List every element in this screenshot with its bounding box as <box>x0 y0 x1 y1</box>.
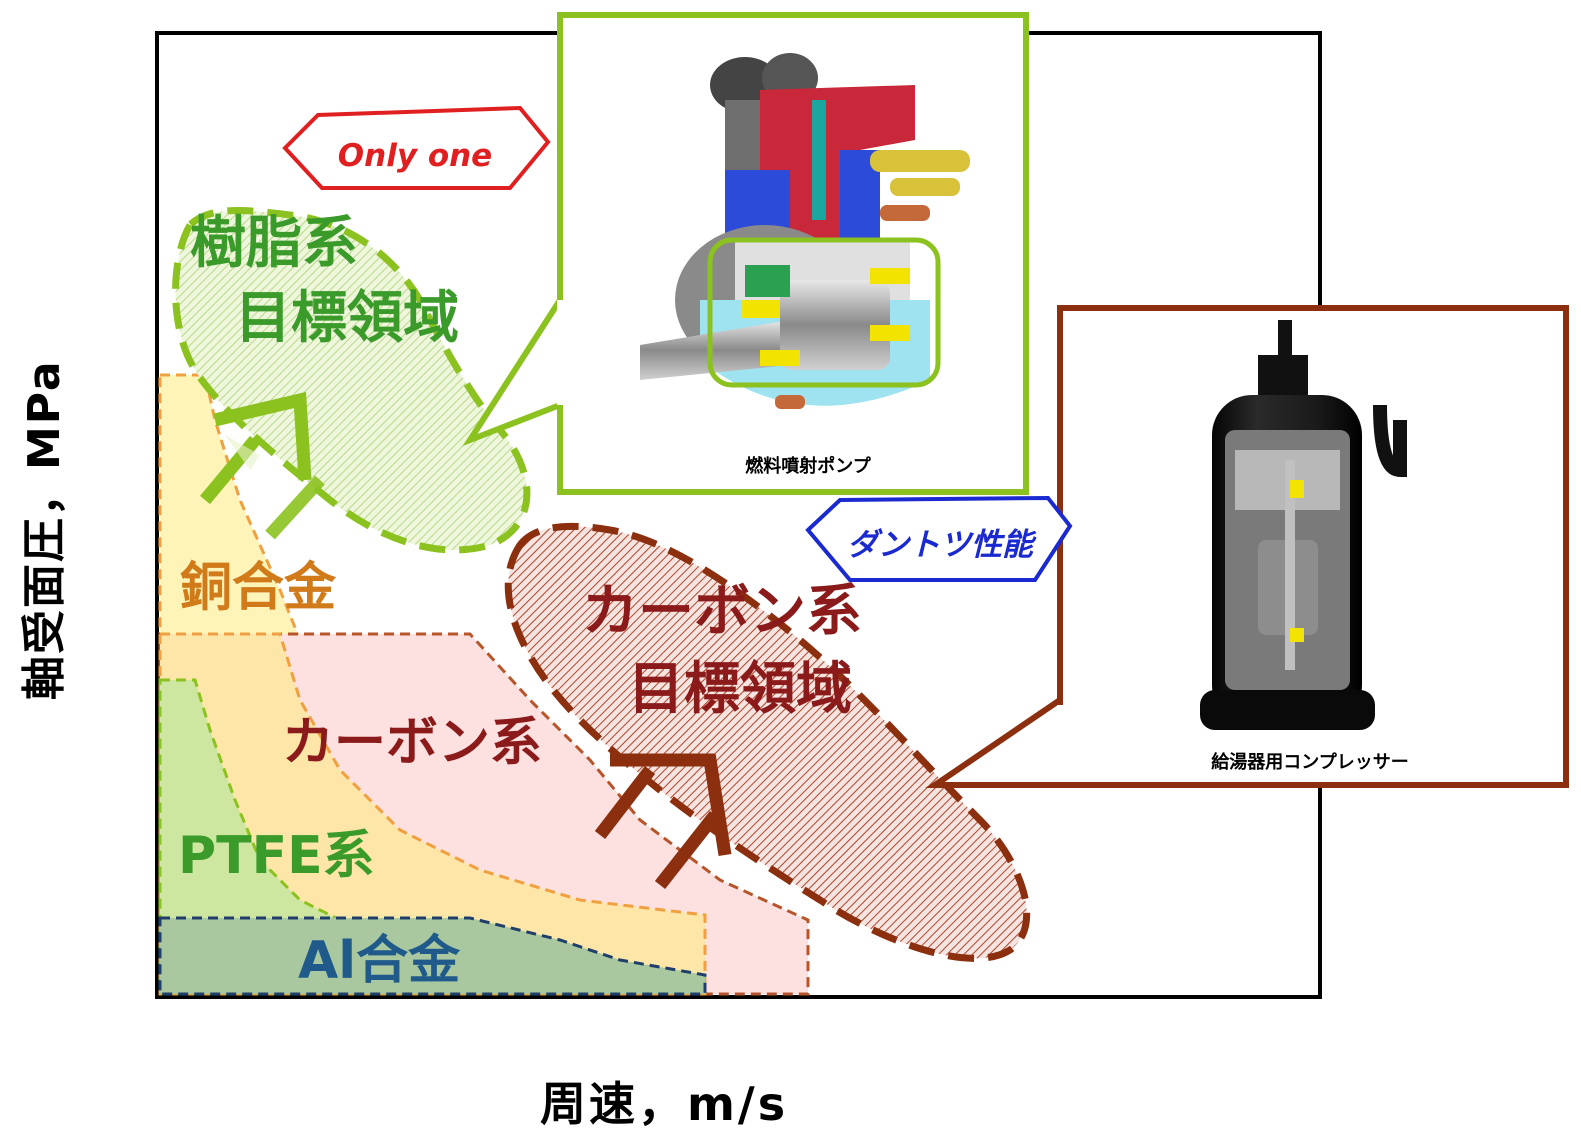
carbon-target-region <box>504 522 1031 962</box>
resin-target-label-2: 目標領域 <box>235 286 459 351</box>
dantotsu-badge-shape <box>805 495 1073 582</box>
fuel-pump-image <box>640 53 970 409</box>
copper-label: 銅合金 <box>180 558 337 618</box>
ptfe-label: PTFE系 <box>178 826 375 886</box>
only-one-badge-text: Only one <box>338 138 492 174</box>
x-axis-label: 周速，m/s <box>540 1077 789 1131</box>
carbon-target-label-2: 目標領域 <box>628 657 852 722</box>
green-arrow-1 <box>200 391 325 540</box>
only-one-badge-shape <box>282 105 551 190</box>
y-axis-label: 軸受面圧，MPa <box>19 359 70 700</box>
resin-target-region <box>172 207 531 554</box>
al-region <box>158 916 707 996</box>
dantotsu-badge-text: ダントツ性能 <box>847 527 1037 563</box>
compressor-caption: 給湯器用コンプレッサー <box>1211 751 1408 773</box>
fuel-pump-caption: 燃料噴射ポンプ <box>745 455 871 477</box>
carbon-target-label-1: カーボン系 <box>582 579 862 644</box>
brown-arrow <box>594 753 732 890</box>
al-label: Al合金 <box>298 931 461 991</box>
resin-target-label-1: 樹脂系 <box>190 211 358 276</box>
carbon-label: カーボン系 <box>282 713 542 773</box>
compressor-image <box>1200 320 1407 730</box>
